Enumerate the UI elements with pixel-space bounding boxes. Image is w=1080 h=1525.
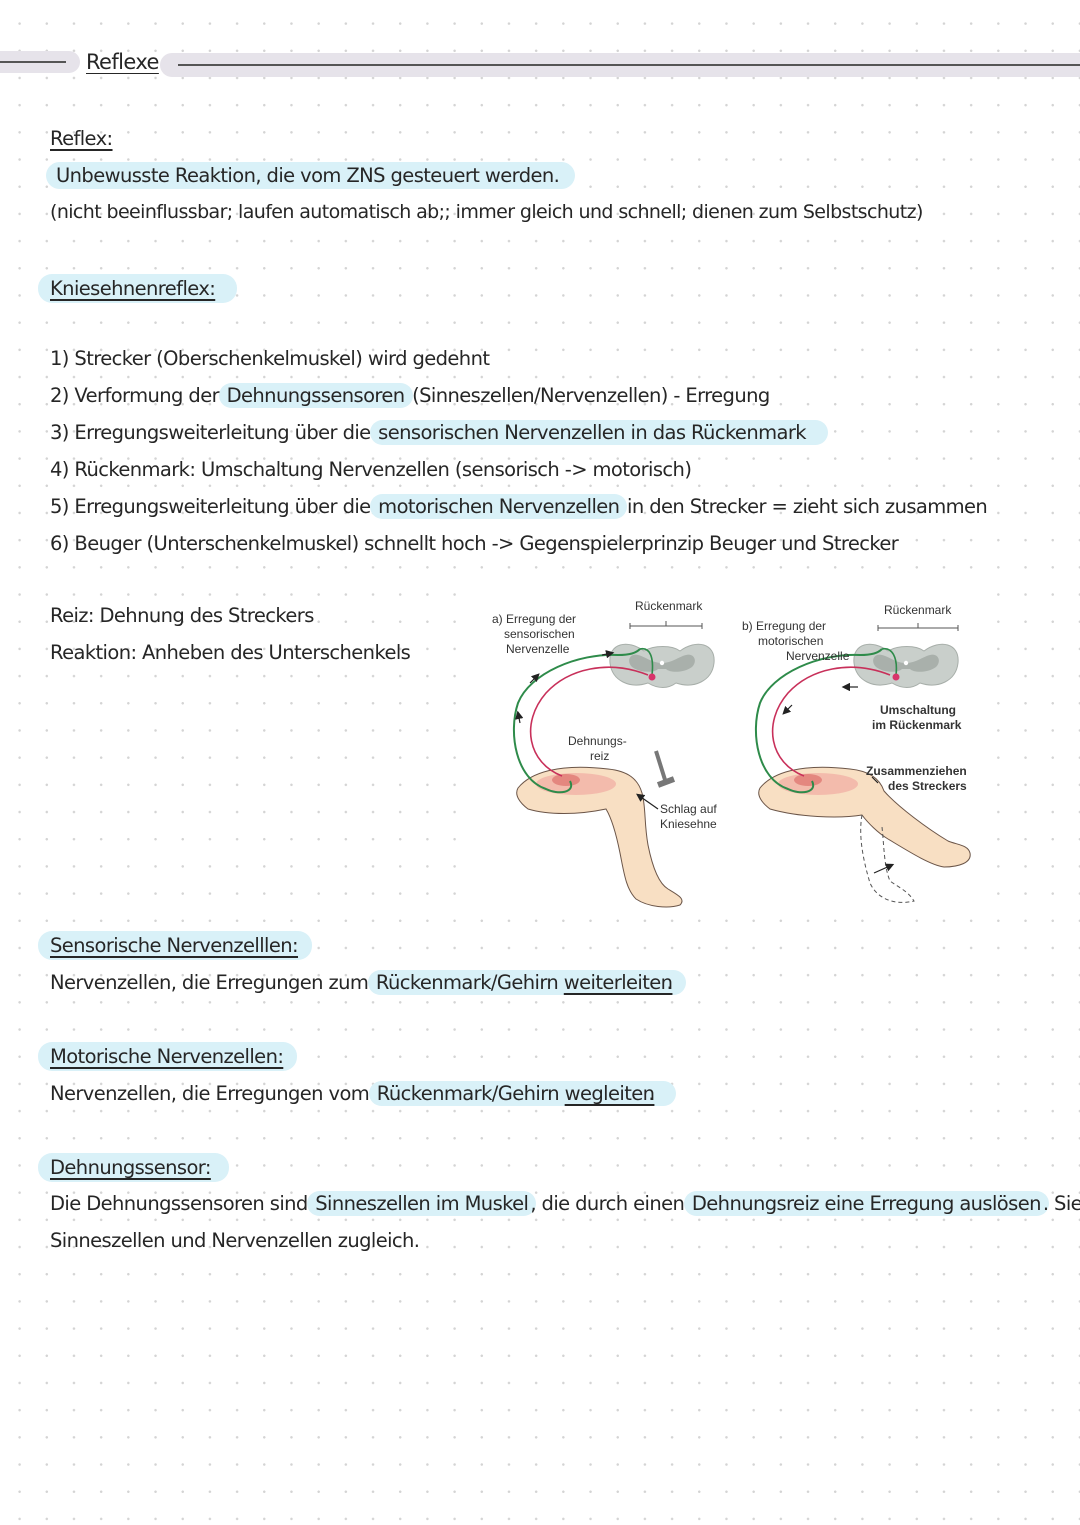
b-switch-line1: Umschaltung (880, 703, 956, 717)
knee-step-6: 6) Beuger (Unterschenkelmuskel) schnellt… (50, 532, 899, 555)
a-label-line2: sensorischen (504, 627, 575, 641)
spinal-cord-a-shape (609, 643, 715, 688)
title-bar-right-decoration (160, 53, 1080, 77)
b-label-line2: motorischen (758, 634, 823, 648)
sensor-text-line2: Sinneszellen und Nervenzellen zugleich. (50, 1229, 420, 1252)
panel-b: b) Erregung der motorischen Nervenzelle … (742, 603, 971, 903)
spinal-cord-b-shape (853, 643, 959, 688)
stimulus-text: Reiz: Dehnung des Streckers (50, 604, 314, 627)
panel-a: a) Erregung der sensorischen Nervenzelle… (492, 599, 717, 908)
a-spine-label: Rückenmark (635, 599, 703, 613)
sensory-heading: Sensorische Nervenzelllen: (38, 931, 313, 960)
knee-step-5: 5) Erregungsweiterleitung über die motor… (50, 494, 988, 519)
sensor-text-line1: Die Dehnungssensoren sind Sinneszellen i… (50, 1191, 1080, 1216)
b-label-line1: b) Erregung der (742, 619, 826, 633)
knee-step-1: 1) Strecker (Oberschenkelmuskel) wird ge… (50, 347, 490, 370)
knee-reflex-figure: a) Erregung der sensorischen Nervenzelle… (458, 583, 984, 913)
page-title: Reflexe (86, 50, 159, 74)
b-contract-line2: des Streckers (888, 779, 967, 793)
b-contract-line1: Zusammenziehen (866, 764, 967, 778)
reflex-heading: Reflex: (50, 127, 113, 150)
a-label-line1: a) Erregung der (492, 612, 576, 626)
sensor-heading: Dehnungssensor: (38, 1153, 229, 1182)
knee-heading: Kniesehnenreflex: (38, 274, 238, 303)
knee-step-4: 4) Rückenmark: Umschaltung Nervenzellen … (50, 458, 692, 481)
reflex-definition: Unbewusste Reaktion, die vom ZNS gesteue… (46, 162, 576, 189)
motor-heading: Motorische Nervenzellen: (38, 1042, 298, 1071)
a-stretch-line2: reiz (590, 749, 609, 763)
title-bar-left-decoration (0, 51, 80, 73)
sensory-text: Nervenzellen, die Erregungen zum Rückenm… (50, 970, 687, 995)
knee-step-3: 3) Erregungsweiterleitung über die senso… (50, 420, 828, 445)
b-switch-line2: im Rückenmark (872, 718, 962, 732)
a-hammer-line2: Kniesehne (660, 817, 717, 831)
a-label-line3: Nervenzelle (506, 642, 570, 656)
a-stretch-line1: Dehnungs- (568, 734, 627, 748)
b-label-line3: Nervenzelle (786, 649, 850, 663)
knee-step-2: 2) Verformung der Dehnungssensoren (Sinn… (50, 383, 770, 408)
reaction-text: Reaktion: Anheben des Unterschenkels (50, 641, 411, 664)
knee-reflex-diagram: a) Erregung der sensorischen Nervenzelle… (492, 599, 971, 908)
motor-text: Nervenzellen, die Erregungen vom Rückenm… (50, 1081, 677, 1106)
reflex-note: (nicht beeinflussbar; laufen automatisch… (50, 201, 923, 223)
a-hammer-line1: Schlag auf (660, 802, 717, 816)
b-spine-label: Rückenmark (884, 603, 952, 617)
